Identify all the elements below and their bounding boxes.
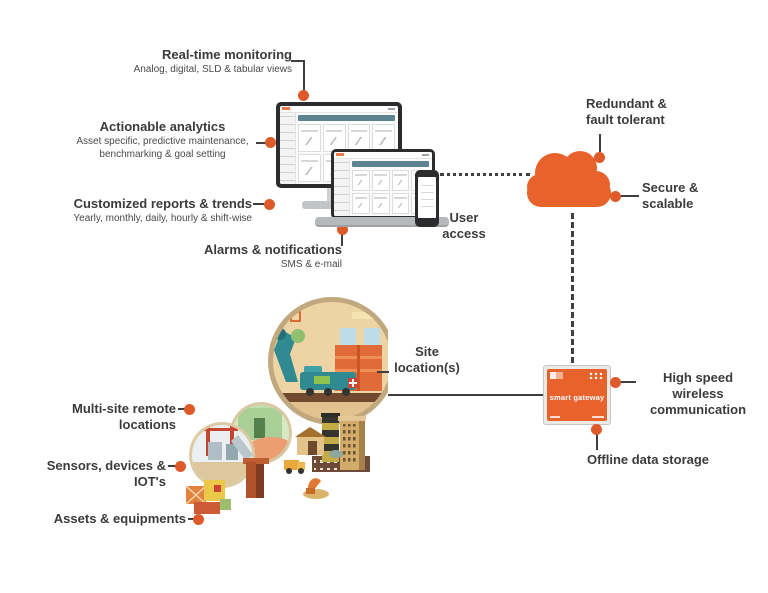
- laptop-base: [315, 217, 449, 227]
- laptop-screen-header: [334, 152, 432, 159]
- gateway-led-indicators: [589, 372, 603, 379]
- laptop-screen-toolbar: [352, 161, 429, 167]
- user-cloud-dotted-line: [440, 173, 530, 176]
- connector-line-site: [377, 371, 389, 373]
- redundant-line1: Redundant &: [586, 96, 667, 111]
- connector-dot-reports: [264, 199, 275, 210]
- connector-line-analytics: [256, 142, 267, 144]
- user-access-line1: User: [449, 210, 479, 225]
- connector-line-multi-site: [178, 408, 186, 410]
- green-facility-circle: [230, 402, 292, 464]
- cloud-icon: [527, 151, 611, 207]
- label-site-location: Site location(s): [390, 344, 464, 376]
- connector-dot-alarms: [337, 224, 348, 235]
- pillar-illustration: [243, 458, 269, 498]
- offline-title: Offline data storage: [586, 452, 710, 467]
- connector-line-offline: [596, 434, 598, 450]
- alarms-title: Alarms & notifications: [204, 242, 342, 257]
- gateway-mark-right: [592, 416, 604, 418]
- monitor-screen-toolbar: [298, 115, 395, 121]
- analytics-title: Actionable analytics: [99, 119, 226, 134]
- assets-title: Assets & equipments: [53, 511, 186, 526]
- label-assets: Assets & equipments: [48, 511, 186, 527]
- cloud-gateway-dashed-line: [571, 213, 574, 363]
- site-factory-circle: [268, 297, 388, 425]
- connector-line-wireless: [620, 381, 636, 383]
- connector-line-alarms: [341, 234, 343, 246]
- factory-illustration: [284, 413, 370, 499]
- label-redundant: Redundant & fault tolerant: [586, 96, 696, 128]
- phone-dashboard-screen: [418, 177, 436, 218]
- wireless-line1: High speed wireless: [662, 370, 734, 401]
- monitor-screen-sidebar: [280, 113, 296, 184]
- label-customized-reports: Customized reports & trends Yearly, mont…: [36, 196, 252, 225]
- analytics-subtitle-1: Asset specific, predictive maintenance,: [76, 136, 249, 147]
- site-line1: Site: [415, 344, 439, 359]
- connector-line-assets: [188, 518, 196, 520]
- connector-line-reports: [253, 203, 264, 205]
- connector-dot-realtime: [298, 90, 309, 101]
- multi-site-title: Multi-site remote locations: [71, 401, 176, 432]
- gateway-label: smart gateway: [549, 393, 605, 402]
- realtime-title: Real-time monitoring: [161, 47, 292, 62]
- connector-dot-analytics: [265, 137, 276, 148]
- crates-illustration: [185, 480, 231, 514]
- site-gateway-line: [388, 394, 544, 396]
- laptop-screen-sidebar: [334, 159, 350, 216]
- site-line2: location(s): [394, 360, 460, 375]
- label-multi-site: Multi-site remote locations: [14, 401, 176, 433]
- connector-dot-sensors: [175, 461, 186, 472]
- smartphone-icon: [415, 170, 439, 227]
- gateway-device-icon: smart gateway: [543, 365, 611, 425]
- connector-dot-offline: [591, 424, 602, 435]
- site-illustration: [185, 297, 388, 514]
- connector-line-realtime-drop: [303, 60, 305, 92]
- connector-line-redundant: [599, 134, 601, 152]
- gateway-face: smart gateway: [547, 369, 607, 421]
- user-access-line2: access: [442, 226, 486, 241]
- label-actionable-analytics: Actionable analytics Asset specific, pre…: [55, 119, 270, 161]
- connector-dot-redundant: [594, 152, 605, 163]
- connector-line-realtime: [291, 60, 305, 62]
- label-realtime-monitoring: Real-time monitoring Analog, digital, SL…: [96, 47, 292, 76]
- connector-dot-assets: [193, 514, 204, 525]
- alarms-subtitle: SMS & e-mail: [280, 259, 342, 270]
- wireless-line2: communication: [649, 402, 747, 417]
- label-secure: Secure & scalable: [642, 180, 732, 212]
- monitor-screen-header: [280, 106, 398, 113]
- redundant-line2: fault tolerant: [586, 112, 665, 127]
- connector-line-secure: [621, 195, 639, 197]
- label-wireless: High speed wireless communication: [636, 370, 760, 418]
- connector-dot-wireless: [610, 377, 621, 388]
- reports-title: Customized reports & trends: [73, 196, 252, 211]
- label-offline-storage: Offline data storage: [580, 452, 716, 468]
- realtime-subtitle: Analog, digital, SLD & tabular views: [133, 64, 292, 75]
- secure-line2: scalable: [642, 196, 694, 211]
- sensors-title: Sensors, devices & IOT's: [46, 458, 166, 489]
- gateway-mark-left: [550, 416, 560, 418]
- connector-dot-multi-site: [184, 404, 195, 415]
- connector-line-sensors: [168, 465, 176, 467]
- gateway-logo: [550, 372, 563, 379]
- analytics-subtitle-2: benchmarking & goal setting: [99, 149, 226, 160]
- label-user-access: User access: [436, 210, 492, 242]
- secure-line1: Secure &: [642, 180, 699, 195]
- reports-subtitle: Yearly, monthly, daily, hourly & shift-w…: [73, 213, 252, 224]
- connector-dot-secure: [610, 191, 621, 202]
- label-alarms-notifications: Alarms & notifications SMS & e-mail: [182, 242, 342, 271]
- power-site-circle: [189, 422, 255, 488]
- label-sensors: Sensors, devices & IOT's: [14, 458, 166, 490]
